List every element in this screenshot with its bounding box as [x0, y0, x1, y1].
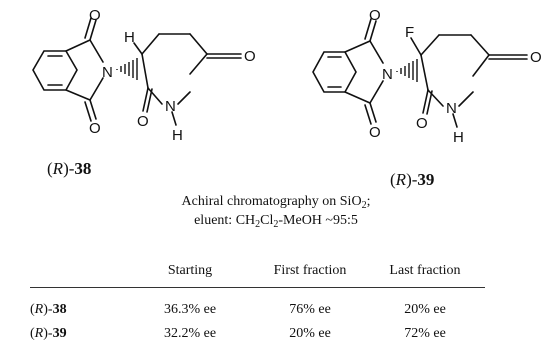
table-header-row: Starting First fraction Last fraction — [30, 263, 485, 288]
atom-n-imide: N — [382, 66, 393, 83]
structure-r38: O O N H O O N H — [32, 7, 256, 144]
cond2-pre: eluent: CH — [194, 213, 256, 228]
cond1-end: ; — [366, 194, 371, 209]
row-number: 38 — [52, 302, 67, 317]
atom-o-top: O — [89, 7, 101, 24]
atom-n-imide2: N — [446, 100, 457, 117]
atom-o-lower: O — [137, 113, 149, 130]
table-row: (R)-38 36.3% ee 76% ee 20% ee — [30, 288, 485, 323]
cond2-sub1: 2 — [255, 219, 261, 230]
table-cell-first-fraction: 20% ee — [289, 326, 331, 341]
row-number: 39 — [52, 326, 67, 341]
config-r39: R — [395, 170, 407, 189]
atom-f-stereo: F — [405, 24, 414, 41]
compound-label-r38: (R)-38 — [47, 159, 92, 178]
table-cell-compound: (R)-38 — [30, 302, 67, 317]
atom-n-imide2: N — [165, 98, 176, 115]
cond2-sub2: 2 — [273, 219, 279, 230]
table-cell-first-fraction: 76% ee — [289, 302, 331, 317]
table-cell-last-fraction: 72% ee — [404, 326, 446, 341]
cond1-text: Achiral chromatography on SiO — [181, 194, 362, 209]
table-cell-last-fraction: 20% ee — [404, 302, 446, 317]
compound-label-r39: (R)-39 — [390, 170, 435, 189]
atom-h-nh: H — [453, 129, 464, 146]
table-cell-compound: (R)-39 — [30, 326, 67, 341]
atom-o-bottom: O — [369, 124, 381, 141]
row-config: R — [34, 302, 44, 317]
cond1-sub: 2 — [361, 200, 367, 211]
cond2-post: -MeOH ~95:5 — [278, 213, 358, 228]
table-header-last-fraction: Last fraction — [365, 263, 485, 288]
atom-o-bottom: O — [89, 120, 101, 137]
config-r38: R — [52, 159, 64, 178]
cond2-mid: Cl — [260, 213, 274, 228]
table-cell-starting: 32.2% ee — [163, 326, 217, 341]
structure-r39: O O N F O O N H — [312, 7, 542, 146]
atom-h-nh: H — [172, 127, 183, 144]
atom-o-right: O — [530, 49, 542, 66]
row-config: R — [34, 326, 44, 341]
atom-n-imide: N — [102, 64, 113, 81]
atom-o-lower: O — [416, 115, 428, 132]
atom-h-stereo: H — [124, 29, 135, 46]
table-header-blank — [30, 263, 125, 288]
conditions-line-2: eluent: CH2Cl2-MeOH ~95:5 — [0, 213, 552, 230]
ee-table: Starting First fraction Last fraction (R… — [30, 263, 485, 346]
atom-o-top: O — [369, 7, 381, 24]
number-r38: 38 — [74, 159, 92, 178]
atom-o-right: O — [244, 48, 256, 65]
table-cell-starting: 36.3% ee — [163, 302, 217, 317]
table-header-first-fraction: First fraction — [255, 263, 365, 288]
number-r39: 39 — [417, 170, 435, 189]
table-header-starting: Starting — [125, 263, 255, 288]
table-row: (R)-39 32.2% ee 20% ee 72% ee — [30, 322, 485, 346]
conditions-line-1: Achiral chromatography on SiO2; — [0, 194, 552, 211]
